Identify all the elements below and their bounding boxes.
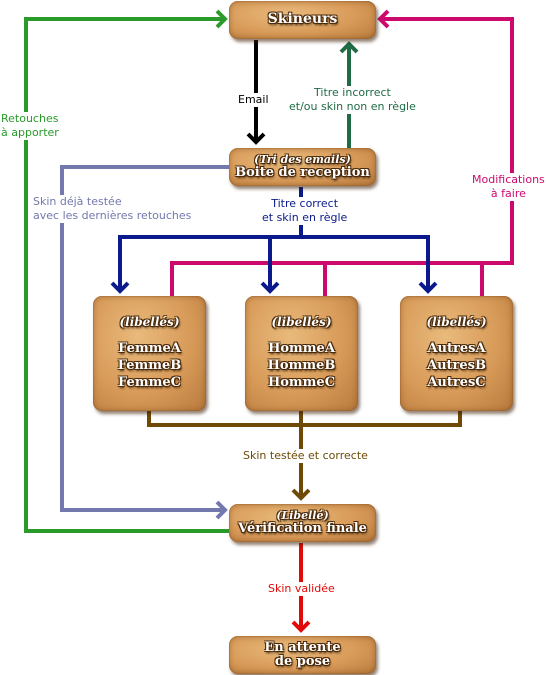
node-en-attente-line1: En attente	[264, 639, 341, 655]
arrow-titre-correct-homme	[260, 281, 280, 294]
label-titre-correct-2: et skin en règle	[262, 210, 348, 224]
label-skin-deja-1: Skin déjà testée	[33, 195, 122, 208]
node-femme-b: FemmeB	[117, 358, 182, 374]
arrow-titre-correct-autres	[418, 281, 438, 294]
label-titre-correct: Titre correct et skin en règle	[262, 197, 348, 225]
arrow-titre-incorrect	[339, 41, 359, 54]
arrow-skin-validee	[291, 620, 311, 633]
label-modifications-2: à faire	[490, 186, 526, 200]
node-verification-finale: (Libellé) Vérification finale	[229, 504, 376, 542]
node-femme-c: FemmeC	[118, 375, 181, 391]
node-autres-a: AutresA	[427, 341, 486, 357]
label-email-text: Email	[238, 93, 269, 106]
node-homme-sub: (libellés)	[271, 314, 332, 329]
label-skin-validee: Skin validée	[268, 582, 335, 596]
arrow-skin-testee	[291, 488, 311, 501]
label-titre-correct-1: Titre correct	[271, 197, 339, 210]
node-autres-b: AutresB	[427, 358, 486, 374]
node-verification-label: Vérification finale	[238, 520, 367, 536]
node-en-attente: En attente de pose	[229, 636, 376, 674]
node-skineurs: Skineurs	[229, 1, 376, 39]
label-email: Email	[238, 93, 269, 107]
label-titre-incorrect-2: et/ou skin non en règle	[289, 99, 416, 113]
arrow-titre-correct-femme	[110, 281, 130, 294]
label-skin-validee-text: Skin validée	[268, 582, 335, 595]
label-retouches: Retouches à apporter	[1, 112, 59, 140]
label-modifications: Modifications à faire	[472, 173, 545, 201]
label-titre-incorrect: Titre incorrect et/ou skin non en règle	[289, 86, 416, 114]
node-autres: (libellés) AutresA AutresB AutresC	[400, 296, 513, 411]
connector-retouches	[24, 17, 229, 533]
node-boite-reception: (Tri des emails) Boite de reception	[229, 148, 376, 186]
node-homme: (libellés) HommeA HommeB HommeC	[245, 296, 358, 411]
label-titre-incorrect-1: Titre incorrect	[314, 86, 391, 99]
connector-skin-testee-merge	[147, 411, 462, 427]
label-skin-testee-text: Skin testée et correcte	[243, 449, 368, 462]
arrow-modifications	[377, 9, 390, 29]
node-femme-sub: (libellés)	[119, 314, 180, 329]
node-boite-reception-label: Boite de reception	[235, 164, 370, 180]
connector-modifications	[170, 17, 514, 296]
node-femme-a: FemmeA	[118, 341, 181, 357]
node-autres-c: AutresC	[427, 375, 486, 391]
node-skineurs-label: Skineurs	[267, 11, 338, 28]
node-homme-a: HommeA	[268, 341, 335, 357]
node-boite-reception-sub: (Tri des emails)	[254, 153, 351, 167]
label-retouches-1: Retouches	[1, 112, 59, 125]
label-retouches-2: à apporter	[1, 125, 59, 139]
connector-skin-deja-testee	[60, 165, 229, 512]
label-modifications-1: Modifications	[472, 173, 545, 186]
label-skin-deja-testee: Skin déjà testée avec les dernières reto…	[33, 195, 192, 223]
connector-titre-correct-branch	[118, 235, 430, 289]
node-homme-c: HommeC	[267, 375, 336, 391]
node-homme-b: HommeB	[267, 358, 336, 374]
node-verification-sub: (Libellé)	[276, 509, 329, 523]
node-femme: (libellés) FemmeA FemmeB FemmeC	[93, 296, 206, 411]
arrow-skin-deja-testee	[215, 500, 228, 520]
arrow-email	[246, 132, 266, 145]
node-autres-sub: (libellés)	[426, 314, 487, 329]
label-skin-deja-2: avec les dernières retouches	[33, 208, 192, 222]
node-en-attente-line2: de pose	[274, 654, 331, 669]
label-skin-testee: Skin testée et correcte	[243, 449, 368, 463]
arrow-retouches	[215, 9, 228, 29]
